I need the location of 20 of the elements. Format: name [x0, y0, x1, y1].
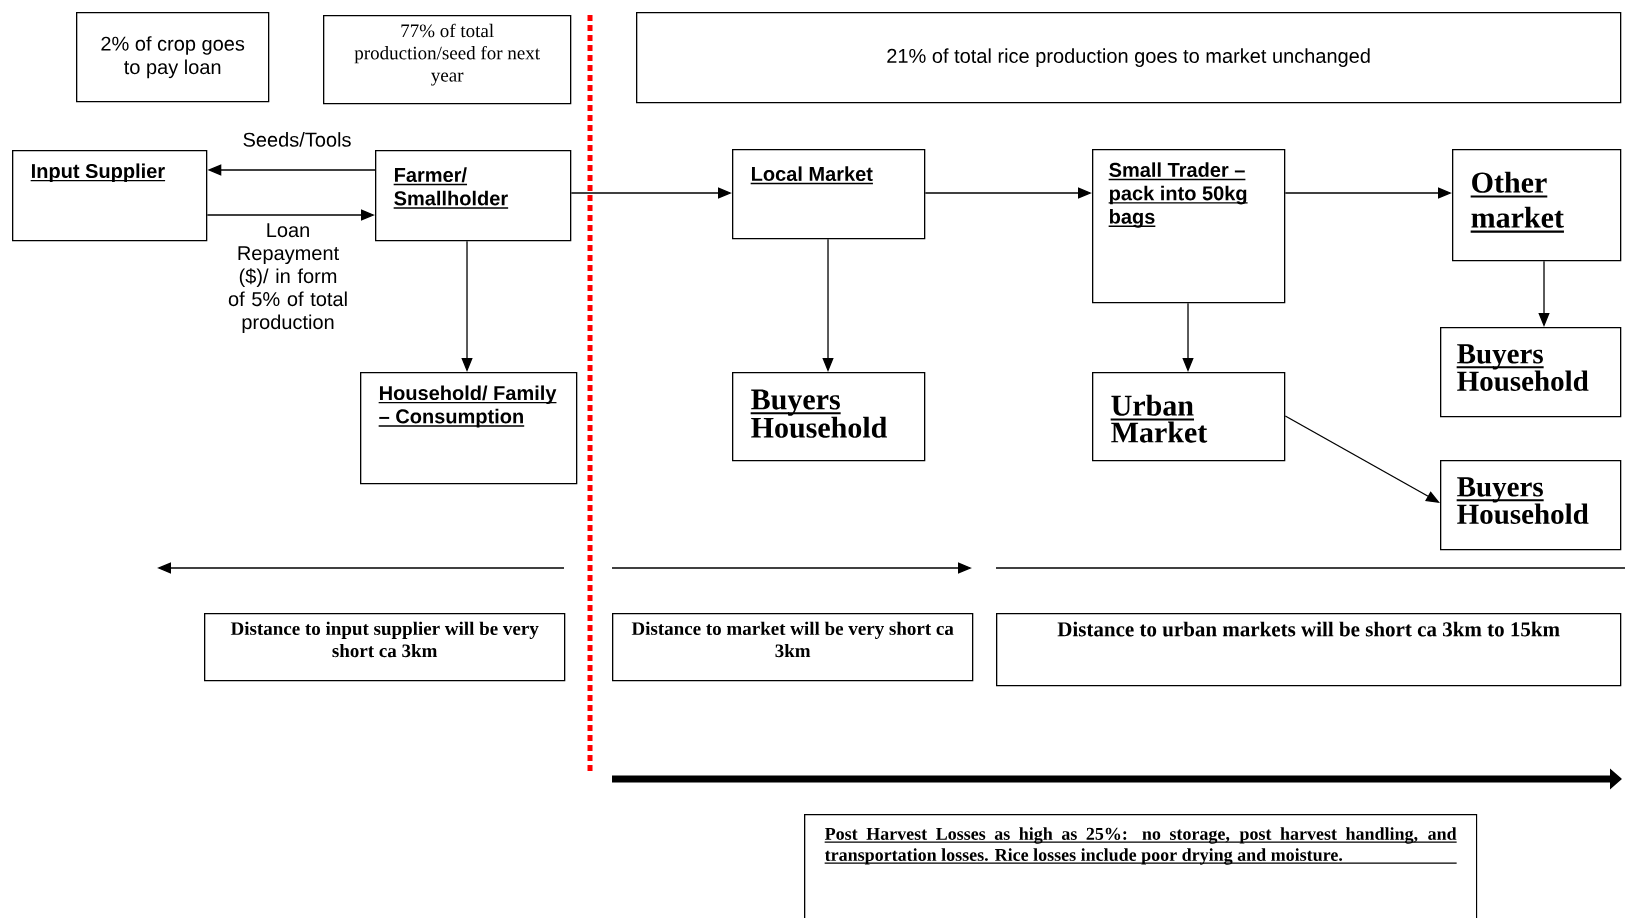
process-box: Small Trader – pack into 50kg bags: [1092, 149, 1286, 304]
process-box: Farmer/ Smallholder: [375, 150, 572, 242]
note-box: Distance to urban markets will be short ca 3km to 15km: [996, 613, 1622, 687]
process-box: Other market: [1452, 149, 1622, 262]
note-box: 77% of total production/seed for next year: [323, 15, 572, 105]
note-box: 21% of total rice production goes to market unchanged: [636, 12, 1622, 104]
note-box: 2% of crop goes to pay loan: [76, 12, 270, 103]
process-box: Buyers Household: [732, 372, 926, 462]
process-box: Input Supplier: [12, 150, 208, 242]
note-box: Distance to input supplier will be very short ca 3km: [204, 613, 566, 682]
process-box: Buyers Household: [1440, 460, 1622, 551]
process-box: Buyers Household: [1440, 327, 1622, 418]
edge-label: Loan Repayment ($)/ in form of 5% of total production: [228, 223, 347, 334]
note-box: Post Harvest Losses as high as 25%: no storage, post harvest handling, and transportation losses. Rice losses include poor drying and moisture.: [804, 814, 1478, 918]
process-box: Urban Market: [1092, 372, 1286, 462]
edge-label: Seeds/Tools: [243, 132, 351, 147]
arrow: [1284, 415, 1440, 503]
process-box: Household/ Family – Consumption: [360, 372, 578, 485]
note-box: Distance to market will be very short ca 3km: [612, 613, 974, 682]
process-box: Local Market: [732, 149, 926, 240]
